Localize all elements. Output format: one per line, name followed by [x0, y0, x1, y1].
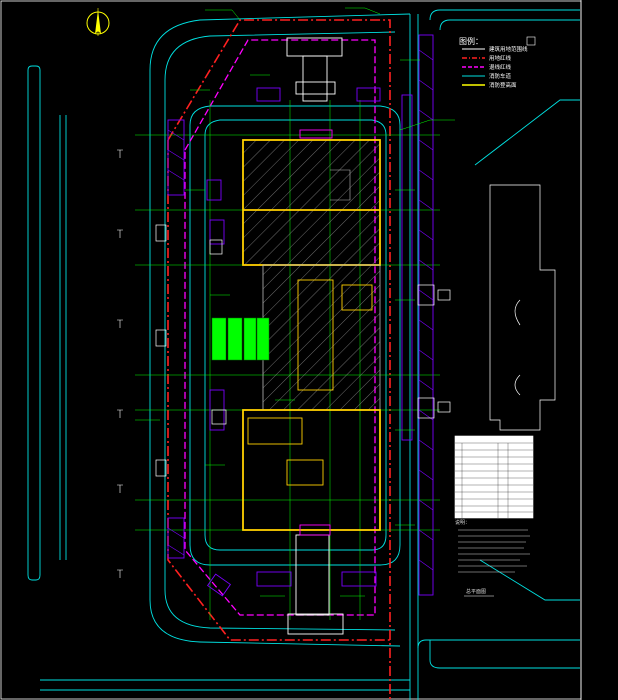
- road-network: [27, 9, 580, 700]
- economic-indicator-table: [454, 435, 534, 519]
- plan-title: 总平面图: [466, 588, 486, 595]
- setback-line: [184, 39, 376, 616]
- adjacent-building: [489, 184, 556, 431]
- legend-item-setback: 退线红线: [462, 63, 512, 71]
- site-boundary: [167, 19, 391, 700]
- building-middle: [262, 264, 381, 411]
- legend-item-fire-face: 消防登高面: [462, 81, 517, 89]
- legend-label-setback: 退线红线: [489, 63, 512, 71]
- green-courtyard: [211, 317, 270, 361]
- building-south: [242, 409, 381, 531]
- gate-north: [286, 37, 343, 139]
- legend: 图例： 建筑用地范围线 用地红线 退线红线 消防车道 消防登高面: [459, 36, 536, 89]
- parking-stalls: [167, 34, 434, 597]
- notes-title: 说明：: [455, 519, 470, 526]
- legend-label-redline: 用地红线: [489, 54, 512, 62]
- building-north: [242, 139, 381, 266]
- legend-label-fire-face: 消防登高面: [489, 81, 517, 89]
- annotation-leaders: [135, 7, 455, 597]
- legend-title: 图例：: [459, 36, 483, 46]
- street-lamps: [117, 149, 123, 578]
- legend-item-redline: 用地红线: [462, 54, 512, 62]
- site-fixtures: [155, 224, 451, 477]
- parking-hatching: [167, 49, 434, 571]
- gate-south: [287, 524, 344, 635]
- legend-label-fire-lane: 消防车道: [489, 72, 512, 80]
- legend-label-boundary: 建筑用地范围线: [489, 45, 528, 53]
- north-arrow-icon: [86, 8, 110, 36]
- legend-item-fire-lane: 消防车道: [462, 72, 512, 80]
- legend-item-boundary: 建筑用地范围线: [462, 45, 528, 53]
- legend-symbol: [526, 36, 536, 46]
- plan-title-block: 总平面图: [464, 588, 494, 597]
- notes-block: 说明：: [455, 519, 530, 573]
